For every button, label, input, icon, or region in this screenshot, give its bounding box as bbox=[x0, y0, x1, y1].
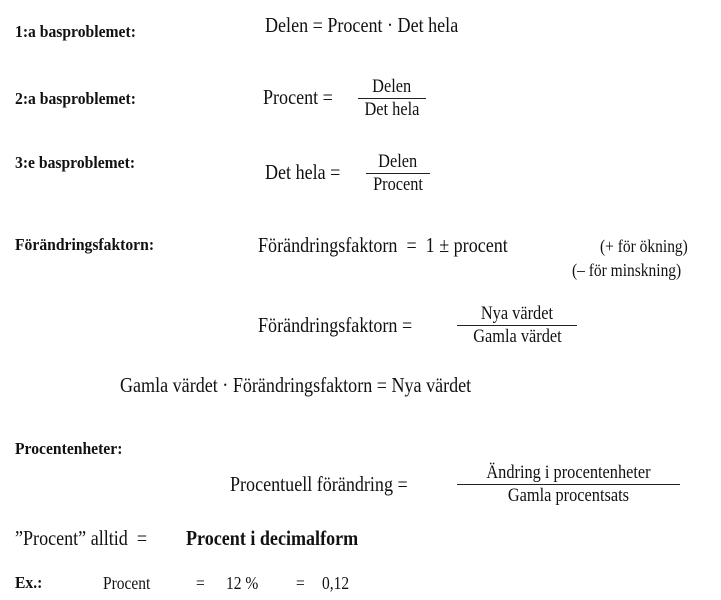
factor-formula2-lhs: Förändringsfaktorn = bbox=[258, 313, 413, 337]
rule2-label: 2:a basproblemet: bbox=[15, 89, 136, 108]
numerator: Delen bbox=[372, 76, 412, 97]
factor-formula2-fraction: Nya värdet Gamla värdet bbox=[457, 303, 577, 348]
factor-formula3: Gamla värdet · Förändringsfaktorn = Nya … bbox=[120, 373, 472, 397]
rule3-label: 3:e basproblemet: bbox=[15, 153, 136, 172]
rule1-label: 1:a basproblemet: bbox=[15, 22, 136, 41]
always-lhs: ”Procent” alltid = bbox=[15, 526, 148, 550]
example-term: Procent bbox=[103, 573, 151, 593]
rule2-fraction: Delen Det hela bbox=[358, 76, 426, 121]
example-label: Ex.: bbox=[15, 573, 43, 592]
denominator: Det hela bbox=[364, 99, 420, 121]
rule2-lhs: Procent = bbox=[263, 85, 333, 109]
always-rhs: Procent i decimalform bbox=[186, 526, 359, 550]
units-lhs: Procentuell förändring = bbox=[230, 472, 408, 496]
units-fraction: Ändring i procentenheter Gamla procentsa… bbox=[457, 462, 680, 507]
fraction-bar bbox=[457, 325, 577, 327]
rule3-fraction: Delen Procent bbox=[366, 151, 430, 196]
numerator: Ändring i procentenheter bbox=[486, 462, 651, 483]
fraction-bar bbox=[358, 98, 426, 100]
example-decimal: 0,12 bbox=[322, 573, 350, 593]
rule3-lhs: Det hela = bbox=[265, 160, 341, 184]
denominator: Gamla procentsats bbox=[507, 485, 630, 507]
fraction-bar bbox=[457, 484, 680, 486]
example-percent: 12 % bbox=[226, 573, 259, 593]
fraction-bar bbox=[366, 173, 430, 175]
denominator: Procent bbox=[373, 174, 423, 196]
note-plus: (+ för ökning) bbox=[600, 236, 688, 256]
factor-formula1: Förändringsfaktorn = 1 ± procent bbox=[258, 233, 508, 257]
example-eq2: = bbox=[296, 573, 305, 593]
rule1-formula: Delen = Procent · Det hela bbox=[265, 13, 459, 37]
denominator: Gamla värdet bbox=[472, 326, 562, 348]
example-eq1: = bbox=[196, 573, 205, 593]
units-label: Procentenheter: bbox=[15, 439, 123, 458]
note-minus: (– för minskning) bbox=[572, 260, 682, 280]
numerator: Nya värdet bbox=[480, 303, 554, 324]
factor-label: Förändringsfaktorn: bbox=[15, 235, 155, 254]
numerator: Delen bbox=[378, 151, 418, 172]
